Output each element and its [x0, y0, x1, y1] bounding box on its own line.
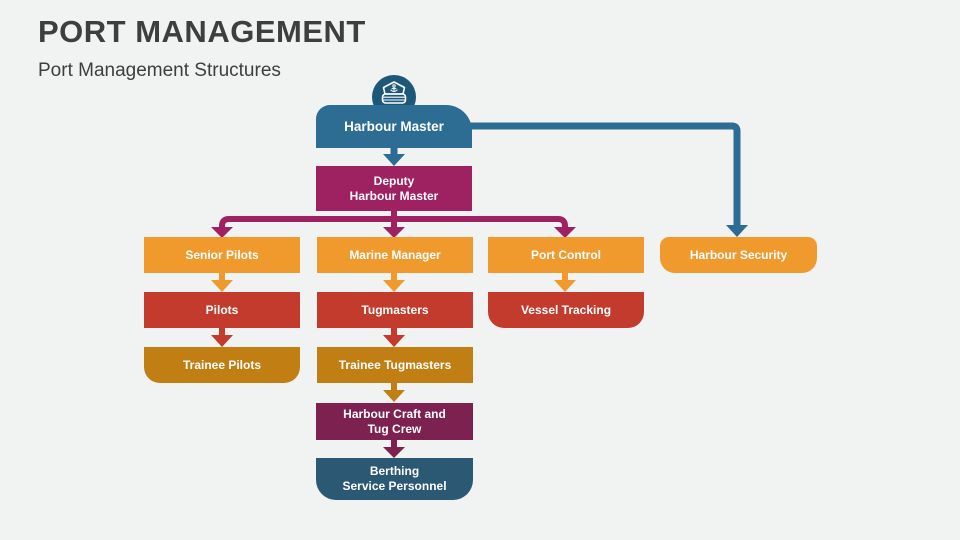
arrowhead-to-berthing — [383, 447, 405, 458]
node-label: Vessel Tracking — [520, 302, 612, 317]
node-label: Trainee Pilots — [182, 357, 262, 372]
node-label: Port Control — [531, 247, 601, 262]
arrowhead-to-tugmasters — [383, 280, 405, 292]
node-label: Pilots — [205, 302, 239, 317]
arrowhead-to-harbour-craft — [383, 390, 405, 402]
node-marine-manager: Marine Manager — [317, 237, 473, 273]
node-senior-pilots: Senior Pilots — [144, 237, 300, 273]
node-harbour-security: Harbour Security — [660, 237, 817, 273]
node-pilots: Pilots — [144, 292, 300, 328]
arrowhead-to-trainee-pilots — [211, 335, 233, 347]
arrowhead-to-pilots — [211, 280, 233, 292]
node-label: Trainee Tugmasters — [338, 357, 452, 372]
node-label: Marine Manager — [349, 247, 441, 262]
node-vessel-tracking: Vessel Tracking — [488, 292, 644, 328]
node-port-control: Port Control — [488, 237, 644, 273]
arrowhead-to-trainee-tugmasters — [383, 335, 405, 347]
arrowhead-to-vessel-tracking — [554, 280, 576, 292]
page-title: PORT MANAGEMENT — [38, 14, 366, 49]
page-subtitle: Port Management Structures — [38, 60, 281, 81]
captain-hat-icon — [381, 81, 407, 104]
node-label: Tug Crew — [367, 421, 422, 436]
node-trainee-pilots: Trainee Pilots — [144, 347, 300, 383]
node-label: Harbour Master — [344, 119, 444, 134]
node-berthing-service-personnel: Berthing Service Personnel — [316, 458, 473, 500]
node-label: Harbour Craft and — [343, 406, 446, 421]
node-label: Tugmasters — [361, 302, 429, 317]
node-label: Senior Pilots — [185, 247, 259, 262]
connector-master-to-security — [470, 122, 741, 226]
node-label: Berthing — [369, 464, 420, 478]
node-label: Deputy — [373, 173, 415, 188]
arrowhead-master-to-deputy — [383, 154, 405, 166]
node-deputy-harbour-master: Deputy Harbour Master — [316, 166, 472, 211]
node-label: Harbour Security — [689, 247, 788, 262]
node-tugmasters: Tugmasters — [317, 292, 473, 328]
connector-deputy-branch — [219, 216, 568, 229]
arrowhead-master-to-security — [726, 225, 748, 237]
node-harbour-craft-and-tug-crew: Harbour Craft and Tug Crew — [316, 403, 473, 440]
node-harbour-master: Harbour Master — [316, 105, 472, 148]
node-label: Service Personnel — [342, 479, 447, 493]
node-trainee-tugmasters: Trainee Tugmasters — [317, 347, 473, 383]
node-label: Harbour Master — [349, 188, 439, 203]
